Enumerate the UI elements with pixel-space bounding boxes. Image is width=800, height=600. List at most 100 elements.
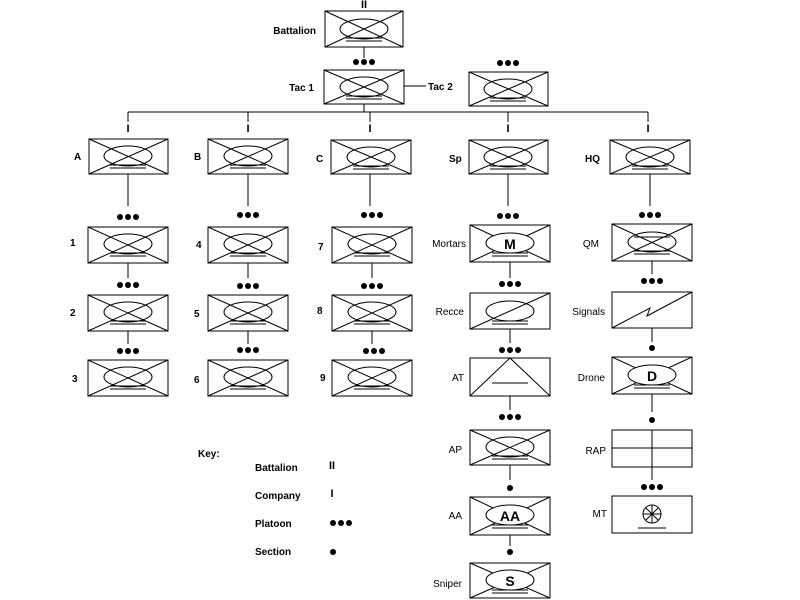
- platoon-1-dots: [117, 214, 139, 220]
- legend-platoon-dots: [330, 520, 352, 526]
- recce-symbol: [469, 292, 551, 330]
- sniper-inner-letter: S: [505, 573, 514, 589]
- tac1-symbol: [323, 69, 405, 105]
- aa-inner-letters: AA: [500, 508, 520, 524]
- drone-symbol: [611, 356, 693, 395]
- mt-symbol: [611, 495, 693, 534]
- platoon-7-dots: [361, 212, 383, 218]
- at-symbol: [469, 357, 551, 397]
- signals-dots: [641, 278, 663, 284]
- rap-section-dot: [649, 417, 655, 423]
- platoon-3-symbol: [87, 359, 169, 397]
- recce-dots: [499, 281, 521, 287]
- company-hq-symbol: [609, 139, 691, 175]
- platoon-2-symbol: [87, 294, 169, 332]
- rap-symbol: [611, 429, 693, 468]
- company-hq-label: HQ: [585, 154, 600, 165]
- drone-inner-letter: D: [647, 368, 657, 384]
- battalion-symbol: [324, 10, 404, 48]
- aa-label: AA: [449, 511, 463, 522]
- legend: Key: Battalion II Company I Platoon Sect…: [198, 449, 352, 558]
- platoon-7-symbol: [331, 226, 413, 264]
- tac2-symbol: [468, 71, 549, 107]
- platoon-2-label: 2: [70, 308, 76, 319]
- rap-label: RAP: [585, 446, 606, 457]
- platoon-5-symbol: [207, 294, 289, 332]
- legend-battalion-label: Battalion: [255, 463, 298, 474]
- legend-company-symbol: I: [330, 488, 333, 500]
- ap-dots: [499, 414, 521, 420]
- company-sp-label: Sp: [449, 154, 462, 165]
- platoon-7-label: 7: [318, 242, 324, 253]
- platoon-9-label: 9: [320, 373, 326, 384]
- signals-label: Signals: [572, 307, 605, 318]
- tac1-platoon-dots: [353, 59, 375, 65]
- company-b-label: B: [194, 152, 201, 163]
- mortars-inner-letter: M: [504, 236, 516, 252]
- mt-dots: [641, 484, 663, 490]
- tac2-platoon-dots: [497, 60, 519, 66]
- legend-section-dot: [330, 549, 336, 555]
- platoon-3-label: 3: [72, 374, 78, 385]
- platoon-6-dots: [237, 347, 259, 353]
- drone-label: Drone: [578, 373, 606, 384]
- company-hq-echelon: I: [646, 123, 649, 135]
- sniper-symbol: [469, 562, 551, 599]
- aa-symbol: [469, 496, 551, 536]
- platoon-4-label: 4: [196, 240, 202, 251]
- sniper-label: Sniper: [433, 579, 463, 590]
- platoon-5-label: 5: [194, 309, 200, 320]
- qm-symbol: [611, 223, 693, 262]
- mortars-dots: [497, 213, 519, 219]
- mortars-label: Mortars: [432, 239, 466, 250]
- platoon-1-symbol: [87, 226, 169, 264]
- echelon-markers: [117, 59, 663, 555]
- platoon-4-dots: [237, 212, 259, 218]
- company-b-echelon: I: [246, 123, 249, 135]
- company-a-label: A: [74, 152, 81, 163]
- mt-label: MT: [593, 509, 607, 520]
- platoon-1-label: 1: [70, 238, 76, 249]
- legend-title: Key:: [198, 449, 220, 460]
- company-a-symbol: [88, 138, 169, 175]
- battalion-echelon: II: [361, 0, 367, 11]
- platoon-9-symbol: [331, 359, 413, 397]
- platoon-6-symbol: [207, 359, 289, 397]
- platoon-9-dots: [363, 348, 385, 354]
- legend-battalion-symbol: II: [329, 460, 335, 472]
- at-dots: [499, 347, 521, 353]
- company-c-label: C: [316, 154, 323, 165]
- platoon-3-dots: [117, 348, 139, 354]
- at-label: AT: [452, 373, 464, 384]
- company-c-symbol: [330, 139, 412, 175]
- platoon-4-symbol: [207, 226, 289, 264]
- platoon-6-label: 6: [194, 375, 200, 386]
- platoon-2-dots: [117, 282, 139, 288]
- qm-label: QM: [583, 239, 599, 250]
- legend-company-label: Company: [255, 491, 301, 502]
- company-b-symbol: [207, 138, 289, 175]
- battalion-label: Battalion: [273, 26, 316, 37]
- company-sp-symbol: [468, 139, 549, 175]
- tac2-label: Tac 2: [428, 82, 453, 93]
- qm-dots: [639, 212, 661, 218]
- connectors: [127, 47, 653, 546]
- ap-symbol: [469, 429, 551, 466]
- company-c-echelon: I: [368, 123, 371, 135]
- drone-section-dot: [649, 345, 655, 351]
- aa-section-dot: [507, 485, 513, 491]
- platoon-5-dots: [237, 283, 259, 289]
- platoon-8-symbol: [331, 294, 413, 332]
- sniper-section-dot: [507, 549, 513, 555]
- tac1-label: Tac 1: [289, 83, 314, 94]
- legend-section-label: Section: [255, 547, 291, 558]
- platoon-8-dots: [361, 283, 383, 289]
- recce-label: Recce: [436, 307, 465, 318]
- platoon-8-label: 8: [317, 306, 323, 317]
- mortars-symbol: [469, 224, 551, 263]
- signals-symbol: [611, 291, 693, 329]
- company-a-echelon: I: [126, 123, 129, 135]
- company-sp-echelon: I: [506, 123, 509, 135]
- ap-label: AP: [449, 445, 463, 456]
